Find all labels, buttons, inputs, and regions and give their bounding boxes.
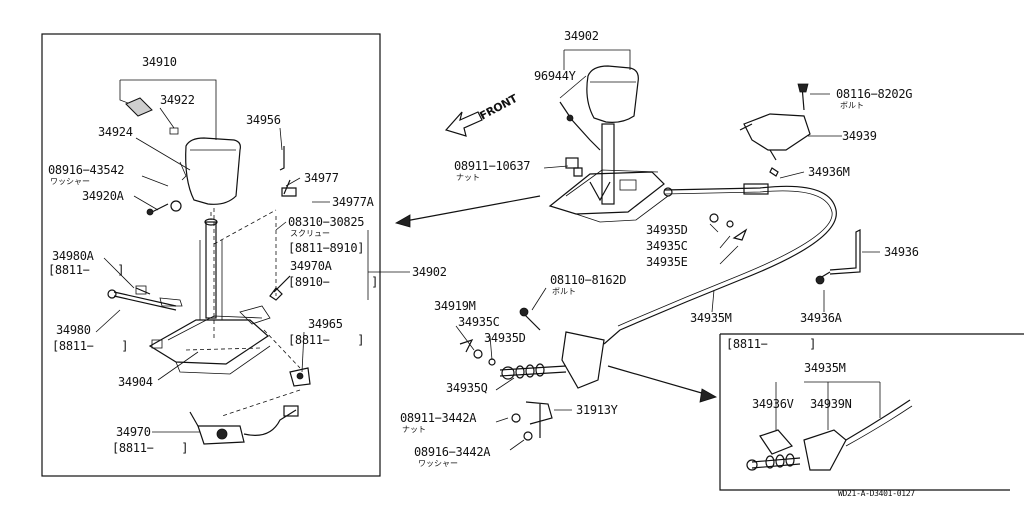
label-34910: 34910 [142, 55, 177, 69]
label-34935E: 34935E [646, 255, 688, 269]
label-34935D-right: 34935D [646, 223, 688, 237]
label-08916-3442A: 08916−3442A [414, 445, 491, 459]
label-34936: 34936 [884, 245, 919, 259]
shift-knob-left [170, 137, 241, 212]
label-bolt-jp-1: ボルト [840, 101, 864, 110]
label-range-8811-c: [8811− ] [288, 333, 365, 347]
washers-right [573, 167, 779, 241]
label-96944Y: 96944Y [534, 69, 576, 83]
label-08911-10637: 08911−10637 [454, 159, 531, 173]
clip-34936 [815, 229, 861, 285]
label-34935C-left: 34935C [458, 315, 500, 329]
label-nut-jp-2: ナット [402, 425, 426, 434]
label-34965: 34965 [308, 317, 343, 331]
label-inset-34936V: 34936V [752, 397, 794, 411]
bracket-34939 [739, 83, 811, 161]
label-washer-jp-2: ワッシャー [418, 459, 458, 468]
inset-detail [746, 381, 913, 471]
label-34935D-left: 34935D [484, 331, 526, 345]
label-34935Q: 34935Q [446, 381, 488, 395]
label-34970A: 34970A [290, 259, 332, 273]
front-arrow [444, 111, 483, 137]
label-34936M: 34936M [808, 165, 850, 179]
label-nut-jp-1: ナット [456, 173, 480, 182]
label-inset-range: [8811− ] [726, 337, 817, 351]
base-bracket-left [148, 297, 271, 375]
label-34920A: 34920A [82, 189, 124, 203]
shift-cable [603, 183, 837, 345]
detail-frame [41, 33, 381, 477]
label-34939: 34939 [842, 129, 877, 143]
label-08916-43542: 08916−43542 [48, 163, 125, 177]
label-34936A: 34936A [800, 311, 842, 325]
label-34970: 34970 [116, 425, 151, 439]
label-range-8910: [8910− ] [288, 275, 379, 289]
switch-34970 [189, 405, 299, 445]
label-34935M: 34935M [690, 311, 732, 325]
screws-left [146, 146, 297, 301]
label-34922: 34922 [160, 93, 195, 107]
label-range-8811-a: [8811− ] [48, 263, 125, 277]
label-washer-jp-1: ワッシャー [50, 177, 90, 186]
label-34902-side: 34902 [412, 265, 447, 279]
label-34956: 34956 [246, 113, 281, 127]
inset-frame [719, 333, 1024, 491]
label-08911-3442A: 08911−3442A [400, 411, 477, 425]
label-screw-jp: スクリュー [290, 229, 330, 238]
dashed-guides-left [185, 209, 301, 417]
inset-arrow [607, 365, 717, 403]
label-bolt-jp-2: ボルト [552, 287, 576, 296]
label-08310-30825: 08310−30825 [288, 215, 365, 229]
label-inset-34939N: 34939N [810, 397, 852, 411]
button-parts [125, 97, 179, 135]
label-34919M: 34919M [434, 299, 476, 313]
label-34902-top: 34902 [564, 29, 599, 43]
shift-lever-right [559, 101, 615, 205]
label-31913Y: 31913Y [576, 403, 618, 417]
detail-arrow [394, 195, 541, 228]
label-34980A: 34980A [52, 249, 94, 263]
label-34977A: 34977A [332, 195, 374, 209]
label-range-8811-b: [8811− ] [52, 339, 129, 353]
label-34924: 34924 [98, 125, 133, 139]
cable-end-bracket [499, 307, 605, 389]
label-08110-8162D: 08110−8162D [550, 273, 627, 287]
label-range-8811-8910: [8811−8910] [288, 241, 365, 255]
diagram-code: WD21-A-D3401-0127 [838, 489, 915, 498]
label-08116-8202G: 08116−8202G [836, 87, 913, 101]
label-range-8811-d: [8811− ] [112, 441, 189, 455]
label-inset-34935M: 34935M [804, 361, 846, 375]
clip-34965 [289, 367, 311, 387]
small-clips-lower [459, 338, 553, 441]
base-bracket-right [548, 169, 669, 223]
label-34904: 34904 [118, 375, 153, 389]
label-34977: 34977 [304, 171, 339, 185]
leader-lines-right [455, 49, 880, 451]
label-34980: 34980 [56, 323, 91, 337]
label-34935C-right: 34935C [646, 239, 688, 253]
shift-knob-right [586, 65, 639, 123]
rod-34980 [107, 285, 177, 311]
